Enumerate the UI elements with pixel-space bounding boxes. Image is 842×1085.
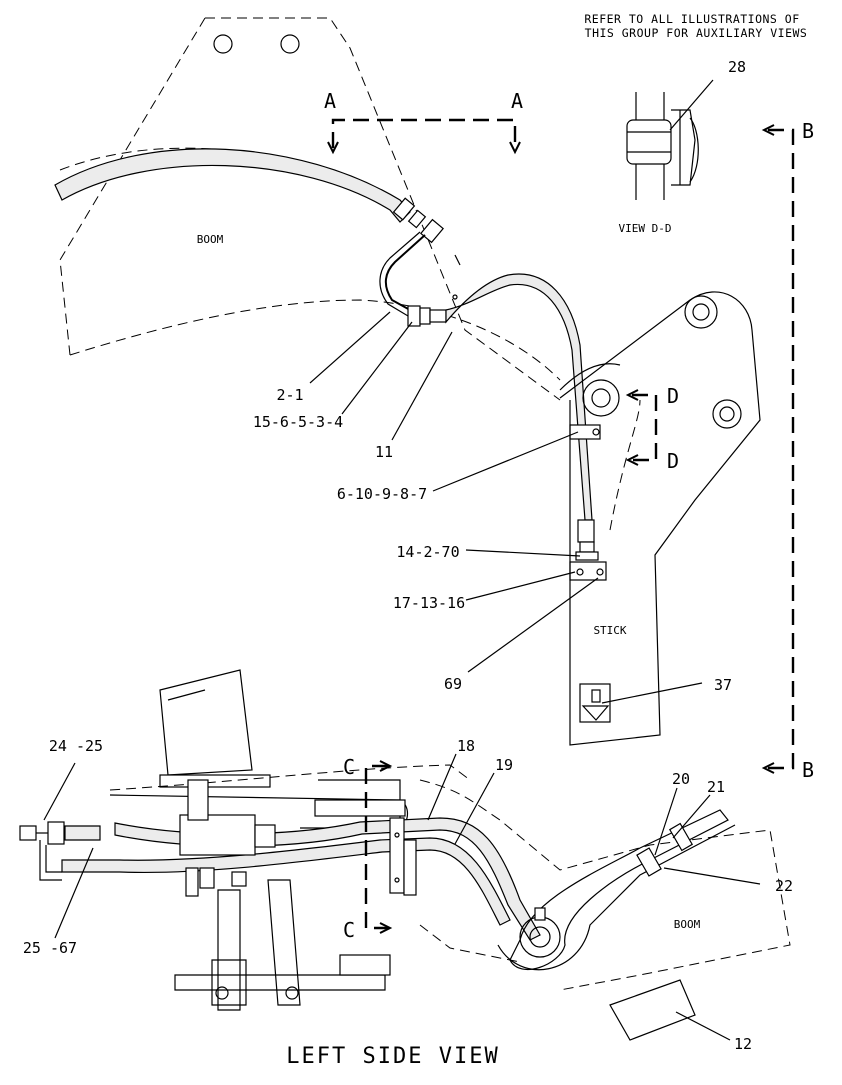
callout-2-1: 2-1 [276,386,303,404]
section-marker-b-bottom: B [802,758,814,782]
reference-note-line-2: THIS GROUP FOR AUXILIARY VIEWS [585,26,808,40]
section-c-c: C C [343,755,393,942]
callout-15-6-5-3-4: 15-6-5-3-4 [253,413,343,431]
callout-20: 20 [672,770,690,788]
view-d-d-label: VIEW D-D [619,222,672,235]
upper-boom-label: BOOM [197,233,224,246]
section-marker-a-left: A [324,89,336,113]
lower-boom-label: BOOM [674,918,701,931]
lower-boom-assembly: BOOM [19,669,791,1041]
callouts: 28 2-1 15-6-5-3-4 11 6-10-9-8-7 14-2-70 … [23,58,793,1053]
callout-14-2-70: 14-2-70 [396,543,459,561]
section-marker-b-top: B [802,119,814,143]
callout-17-13-16: 17-13-16 [393,594,465,612]
section-marker-d-top: D [667,384,679,408]
callout-19: 19 [495,756,513,774]
callout-22: 22 [775,877,793,895]
leader-lines [43,79,761,1041]
callout-69: 69 [444,675,462,693]
section-b-b: B B [761,119,814,782]
stick: STICK [559,291,761,746]
stick-label: STICK [593,624,626,637]
view-d-d-detail: VIEW D-D [619,92,699,235]
upper-boom-hose [54,148,607,581]
callout-37: 37 [714,676,732,694]
reference-note-line-1: REFER TO ALL ILLUSTRATIONS OF [584,12,799,26]
callout-6-10-9-8-7: 6-10-9-8-7 [337,485,427,503]
section-a-a: A A [324,89,523,155]
callout-24-25: 24 -25 [49,737,103,755]
section-marker-c-bottom: C [343,918,355,942]
section-d-d: D D [625,384,679,473]
callout-28: 28 [728,58,746,76]
callout-21: 21 [707,778,725,796]
section-marker-a-right: A [511,89,523,113]
callout-18: 18 [457,737,475,755]
section-marker-c-top: C [343,755,355,779]
upper-boom: BOOM [59,17,561,401]
section-marker-d-bottom: D [667,449,679,473]
callout-11: 11 [375,443,393,461]
drawing-title: LEFT SIDE VIEW [286,1044,499,1069]
callout-12: 12 [734,1035,752,1053]
callout-25-67: 25 -67 [23,939,77,957]
